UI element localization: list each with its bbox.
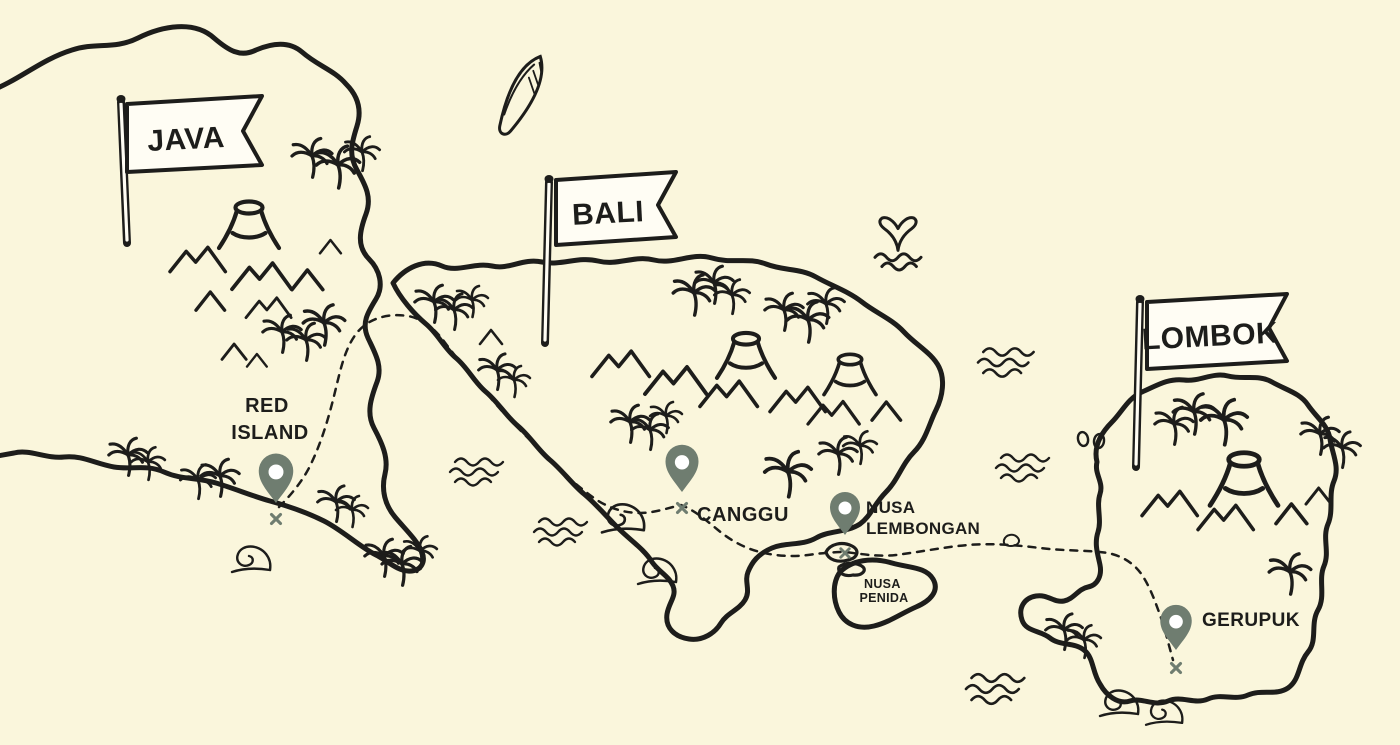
island-nusa-penida — [831, 557, 938, 630]
red-island-label: RED ISLAND — [231, 395, 308, 444]
nusa-lembongan-label: NUSA LEMBONGAN — [866, 498, 980, 538]
flag-pole-cap — [116, 95, 126, 103]
island-lombok — [1018, 372, 1339, 706]
flag-label-lombok: LOMBOK — [1141, 316, 1279, 356]
labels-layer: RED ISLAND CANGGU NUSA LEMBONGAN NUSA PE… — [231, 395, 1300, 631]
flag-pole — [1134, 302, 1142, 466]
flag-banner — [125, 94, 264, 174]
flag-bali: BALI — [541, 170, 678, 347]
island-java — [0, 24, 426, 574]
flag-pole — [119, 102, 129, 242]
flag-java: JAVA — [116, 94, 264, 247]
coconut-pair-icon — [1076, 430, 1106, 450]
flag-banner — [554, 170, 678, 247]
gerupuk-label: GERUPUK — [1202, 610, 1300, 631]
island-nusa-lembongan — [824, 541, 859, 563]
flag-label-bali: BALI — [571, 195, 645, 232]
flag-pole — [543, 182, 551, 342]
flags-layer: JAVA BALI LOMBOK — [116, 94, 1289, 471]
flag-lombok: LOMBOK — [1132, 292, 1289, 471]
flag-banner — [1145, 292, 1289, 371]
flag-pole-cap — [544, 175, 554, 183]
flag-label-java: JAVA — [146, 121, 225, 158]
canggu-label: CANGGU — [697, 504, 789, 526]
nusa-penida-label: NUSA PENIDA — [859, 577, 908, 605]
flag-pole-cap — [1135, 295, 1145, 303]
